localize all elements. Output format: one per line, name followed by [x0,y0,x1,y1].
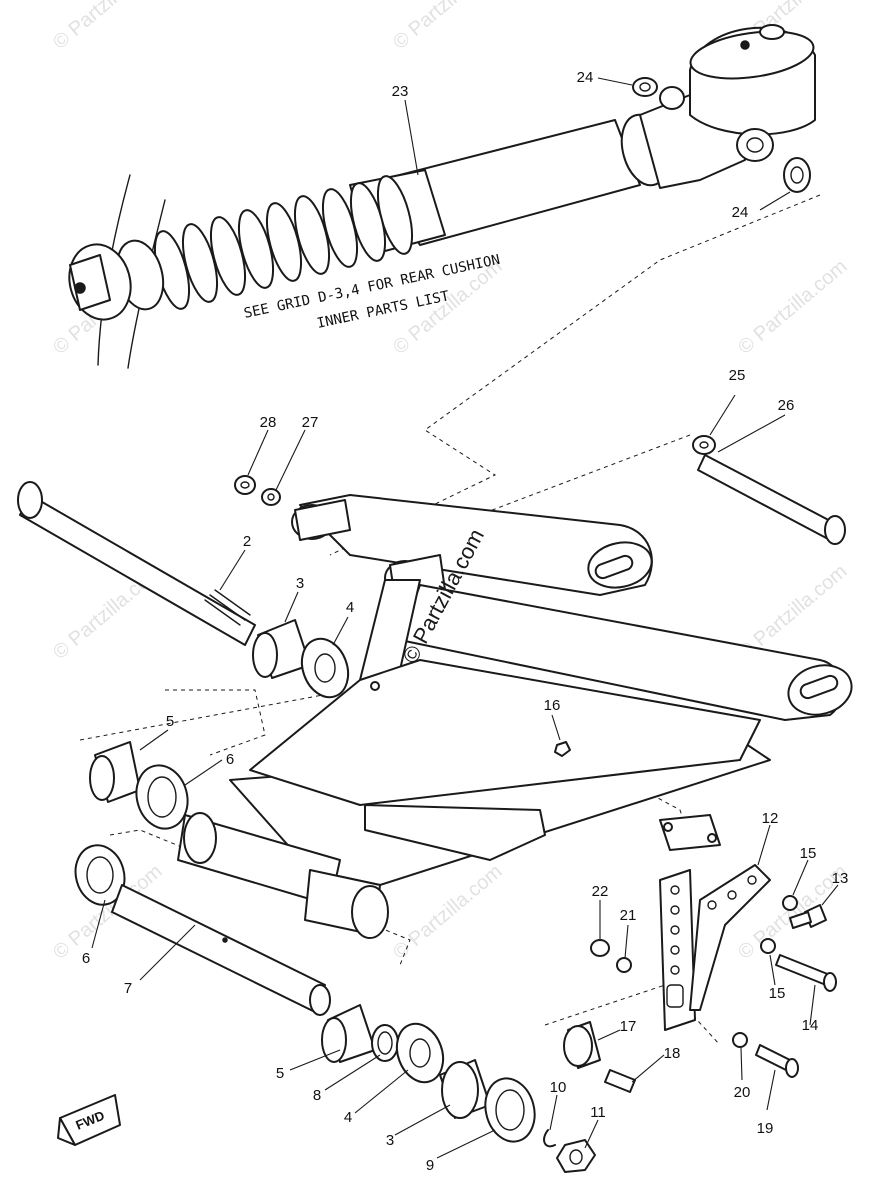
nut-22 [590,939,610,957]
callout-4: 4 [346,599,354,616]
callout-11: 11 [590,1104,606,1121]
callout-9: 9 [426,1157,434,1174]
ring-8 [371,1024,399,1062]
callout-3: 3 [296,575,304,592]
callout-7: 7 [124,980,132,997]
callout-5: 5 [166,713,174,730]
callout-16: 16 [544,697,561,714]
callout-25: 25 [729,367,746,384]
callout-4: 4 [344,1109,352,1126]
bushing-5-upper [89,741,141,803]
callout-21: 21 [620,907,637,924]
nut-11 [556,1139,596,1173]
bushing-3-upper [252,619,311,679]
callout-6: 6 [226,751,234,768]
callout-24: 24 [577,69,594,86]
fwd-arrow: FWD [57,1094,121,1146]
callout-12: 12 [762,810,779,827]
washer-24-upper [632,77,658,97]
bolt-19 [755,1044,799,1078]
bolt-26 [692,435,846,545]
callout-18: 18 [664,1045,681,1062]
seal-4-lower [395,1022,445,1084]
seal-4-upper [300,637,350,699]
collar-tube-7 [111,884,331,1016]
cap-9 [484,1077,536,1143]
damper-17 [563,1021,601,1069]
spring-coils [153,175,414,310]
callout-leaders [91,77,839,1159]
callout-19: 19 [757,1120,774,1137]
washer-15-lower [760,938,776,954]
callout-5: 5 [276,1065,284,1082]
washer-27 [261,488,281,506]
bushing-5-lower [321,1004,376,1063]
callout-24: 24 [732,204,749,221]
callout-27: 27 [302,414,319,431]
callout-13: 13 [832,870,849,887]
bolt-13 [789,904,827,929]
callout-22: 22 [592,883,609,900]
cap-6-lower [74,844,126,906]
watermark-text: © Partzilla.com [734,255,851,358]
callout-3: 3 [386,1132,394,1149]
bracket-12 [659,864,771,1031]
nut-28 [234,475,256,495]
washer-15-upper [782,895,798,911]
collar-18 [604,1069,636,1093]
washer-21 [616,957,632,973]
rear-cushion-assembly [68,24,816,369]
callout-20: 20 [734,1084,751,1101]
callout-23: 23 [392,83,409,100]
clip-10 [543,1129,556,1148]
washer-24-lower [783,157,811,193]
watermark-text: © Partzilla.com [389,0,506,54]
cap-6-upper [135,764,189,830]
callout-15: 15 [800,845,817,862]
callout-17: 17 [620,1018,637,1035]
callout-numbers: 23 24 24 25 26 27 28 2 3 4 16 5 6 6 7 5 … [82,69,849,1174]
callout-15: 15 [769,985,786,1002]
pivot-shaft-2 [17,481,256,646]
callout-8: 8 [313,1087,321,1104]
watermark-text: © Partzilla.com [49,0,166,54]
callout-26: 26 [778,397,795,414]
callout-2: 2 [243,533,251,550]
callout-14: 14 [802,1017,819,1034]
callout-6: 6 [82,950,90,967]
washer-20 [732,1032,748,1048]
callout-28: 28 [260,414,277,431]
callout-10: 10 [550,1079,567,1096]
bushing-3-lower [439,1059,491,1119]
nut-16 [554,741,571,757]
bolt-14 [775,954,837,992]
swingarm-frame [177,494,853,939]
